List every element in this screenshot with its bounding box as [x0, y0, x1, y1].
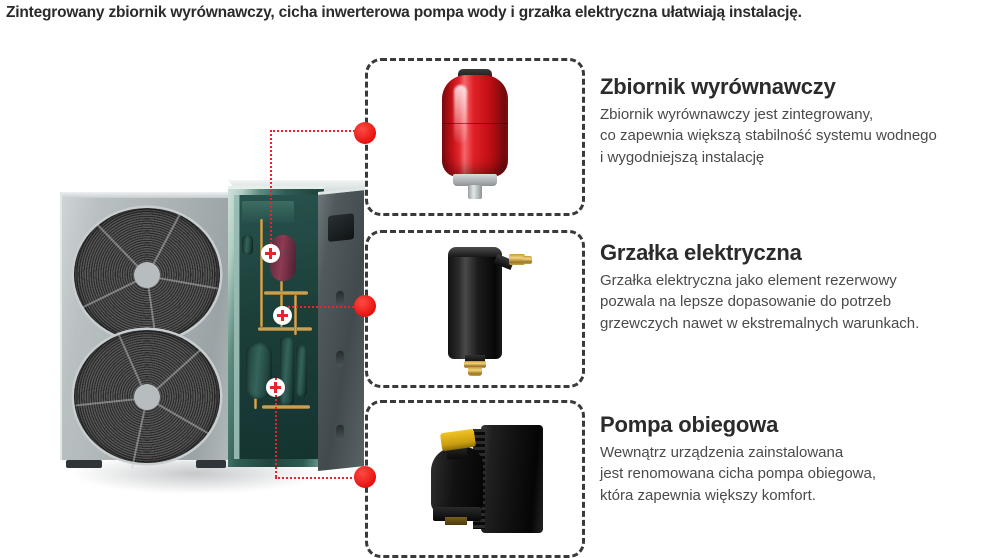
bottom-fan-icon	[74, 330, 220, 469]
feature-line: i wygodniejszą instalację	[600, 148, 765, 166]
page-title: Zintegrowany zbiornik wyrównawczy, cicha…	[6, 4, 802, 21]
red-expansion-tank-photo	[368, 61, 582, 213]
product-panel-electric-heater	[365, 230, 585, 388]
feature-line: Zbiornik wyrównawczy jest zintegrowany,	[600, 105, 874, 123]
top-fan-icon	[74, 208, 220, 347]
feature-line: jest renomowana cicha pompa obiegowa,	[600, 465, 876, 483]
control-board	[242, 201, 294, 223]
connector-1-vertical	[270, 130, 272, 244]
cabinet-cutaway	[228, 186, 324, 467]
connector-dot-1[interactable]	[354, 122, 376, 144]
fan-panel	[60, 192, 232, 469]
feature-line: Wewnątrz urządzenia zainstalowana	[600, 443, 844, 461]
connector-1-horizontal	[270, 130, 366, 132]
product-panel-expansion-tank	[365, 58, 585, 216]
feature-title: Grzałka elektryczna	[600, 240, 802, 265]
feature-description: Grzałka elektryczna jako element rezerwo…	[600, 270, 998, 334]
marker-electric-heater[interactable]	[273, 306, 292, 325]
feature-description: Zbiornik wyrównawczy jest zintegrowany, …	[600, 104, 998, 168]
feature-line: pozwala na lepsze dopasowanie do potrzeb	[600, 293, 892, 311]
black-circulation-pump-photo	[368, 403, 582, 555]
connector-dot-3[interactable]	[354, 466, 376, 488]
feature-line: grzewczych nawet w ekstremalnych warunka…	[600, 314, 920, 332]
product-panel-circulation-pump	[365, 400, 585, 558]
marker-expansion-tank[interactable]	[261, 244, 280, 263]
feature-title: Zbiornik wyrównawczy	[600, 74, 836, 99]
connector-dot-2[interactable]	[354, 295, 376, 317]
feature-title: Pompa obiegowa	[600, 412, 779, 437]
vent-grille-icon	[328, 213, 354, 242]
connector-3-vertical	[275, 378, 277, 477]
black-electric-heater-photo	[368, 233, 582, 385]
feature-line: co zapewnia większą stabilność systemu w…	[600, 127, 937, 145]
feature-description: Wewnątrz urządzenia zainstalowana jest r…	[600, 442, 998, 506]
side-panel	[318, 187, 364, 471]
feature-text-circulation-pump: Pompa obiegowa Wewnątrz urządzenia zains…	[600, 412, 998, 506]
connector-3-horizontal	[275, 477, 367, 479]
feature-text-expansion-tank: Zbiornik wyrównawczy Zbiornik wyrównawcz…	[600, 74, 998, 168]
feature-text-electric-heater: Grzałka elektryczna Grzałka elektryczna …	[600, 240, 998, 334]
heat-pump-illustration	[42, 178, 379, 508]
feature-line: Grzałka elektryczna jako element rezerwo…	[600, 271, 897, 289]
feature-line: która zapewnia większy komfort.	[600, 486, 816, 504]
connector-2-horizontal	[288, 306, 366, 308]
